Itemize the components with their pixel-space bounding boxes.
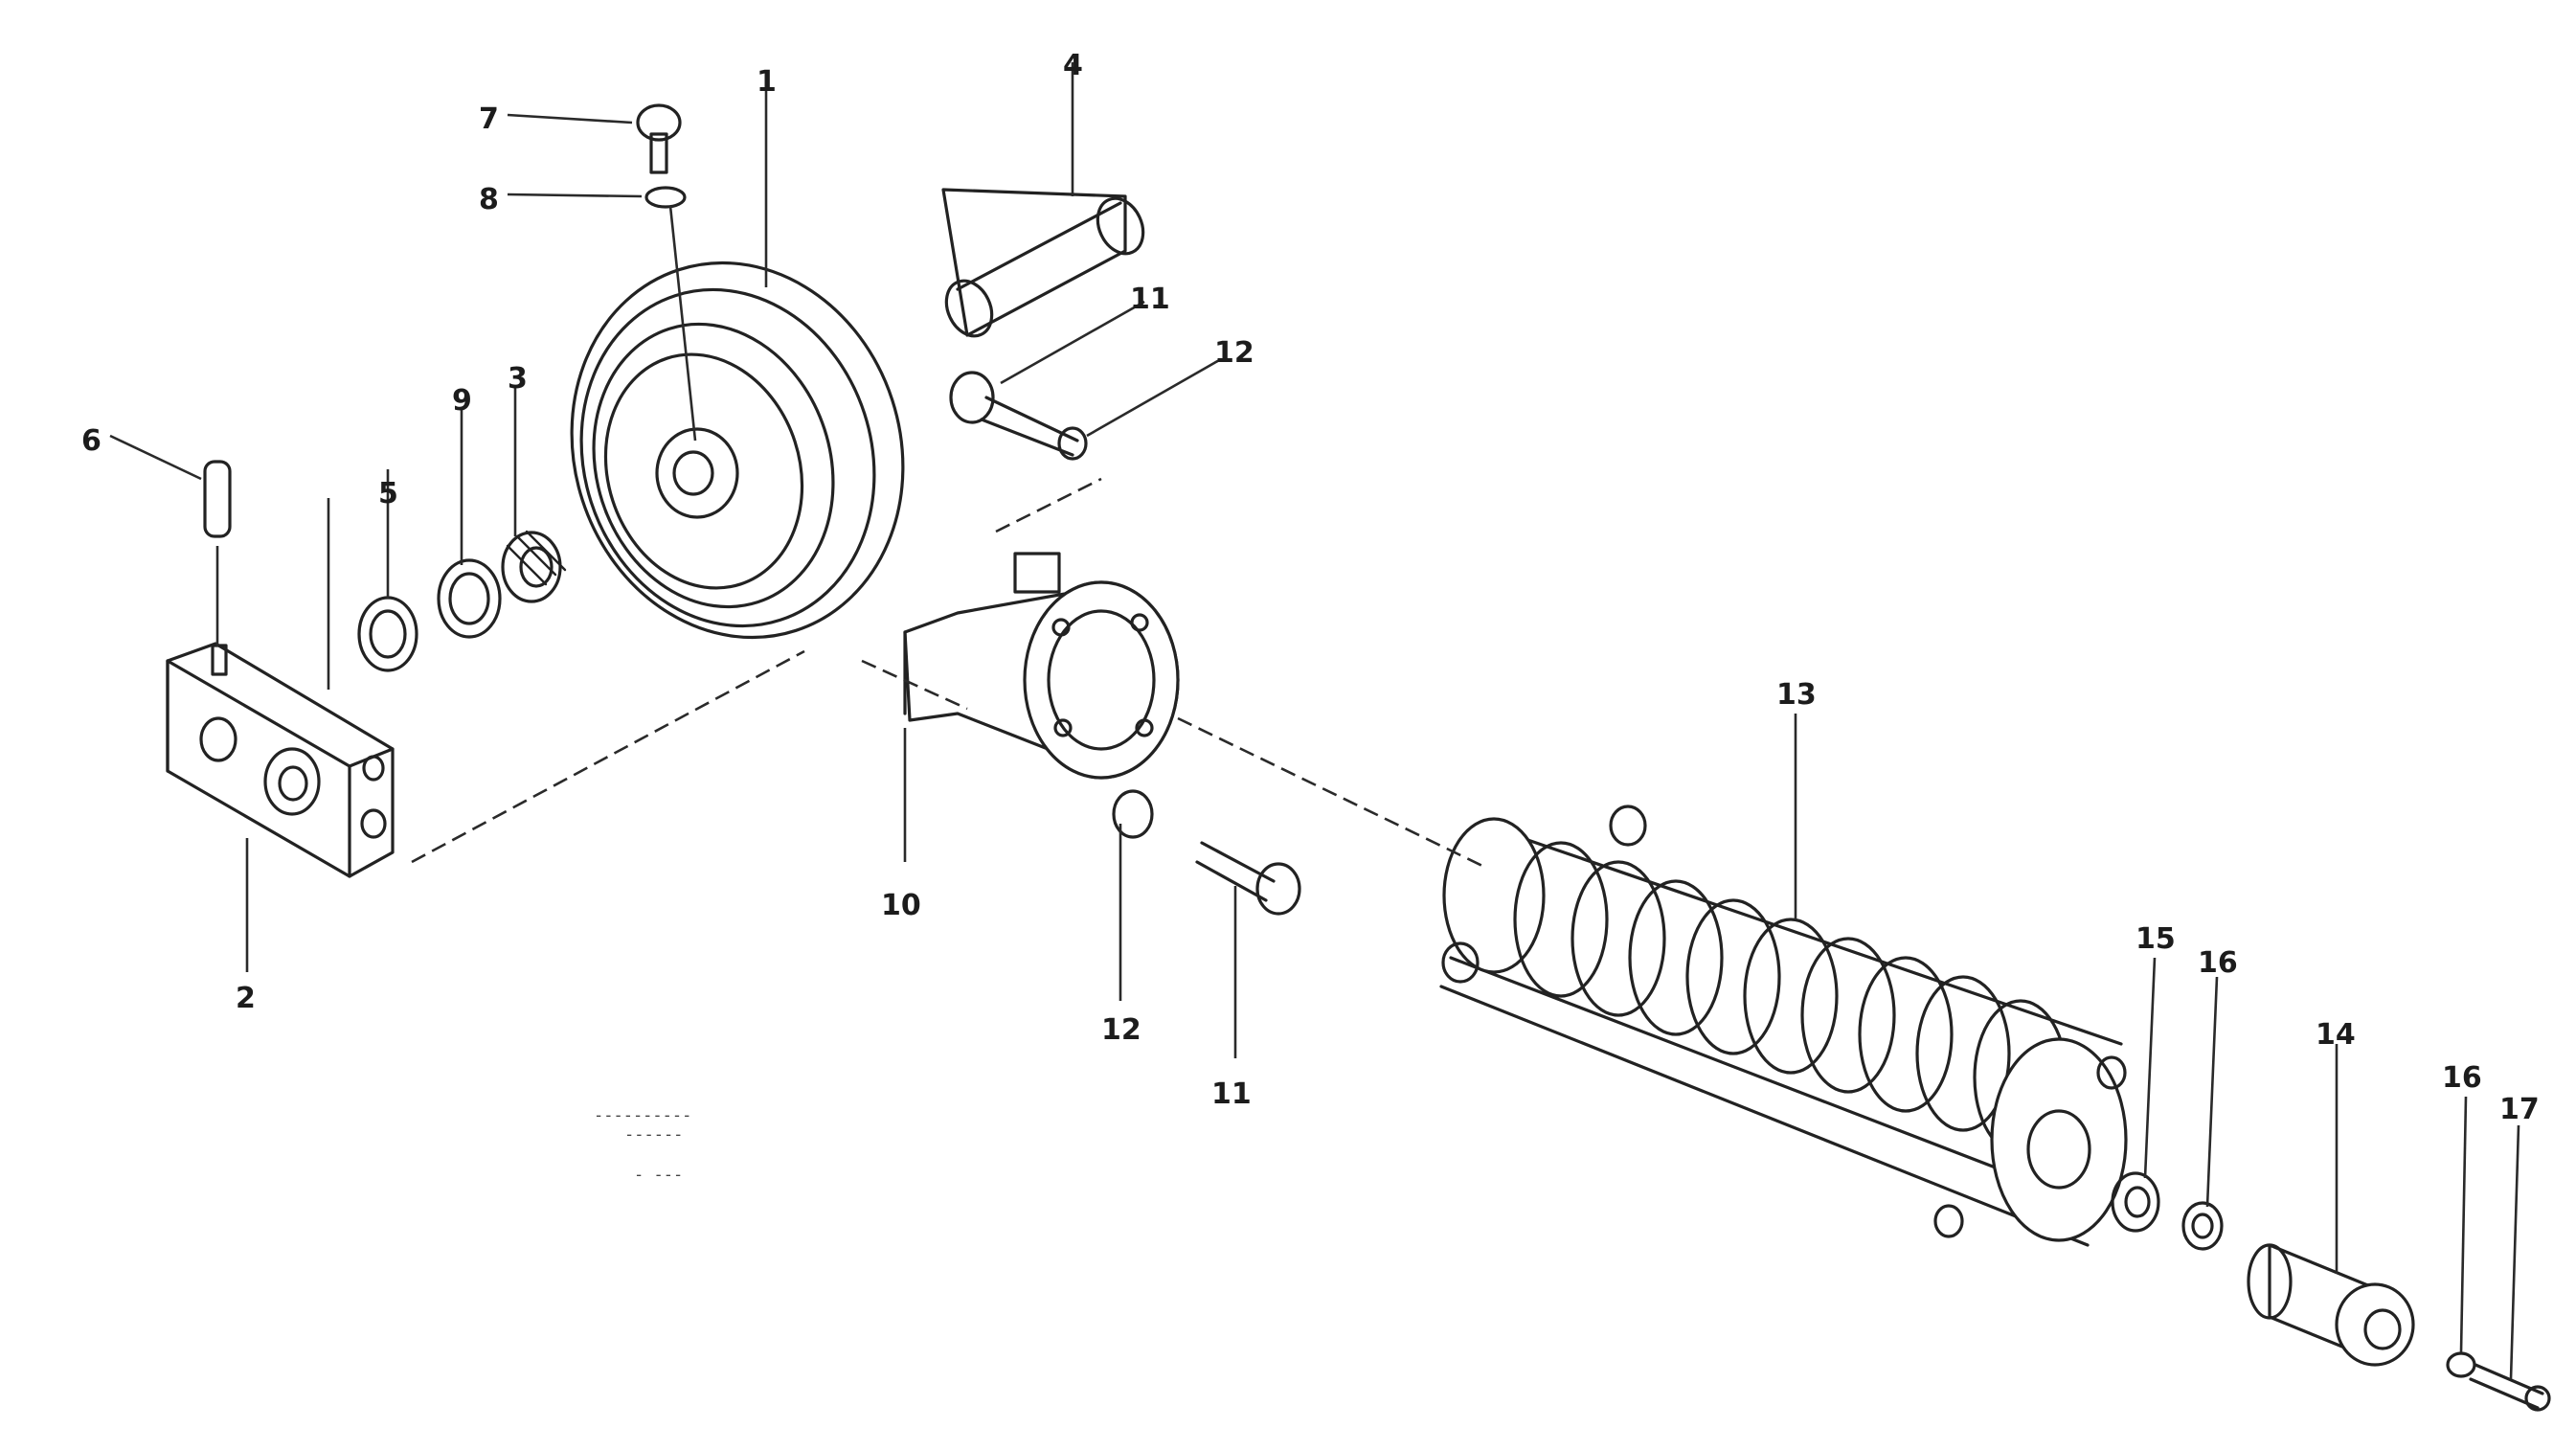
callout-labels: 1 2 3 4 5 6 7 8 9 10 11 12 13 14 15 16 1… <box>81 49 2540 1126</box>
callout-12-upper: 12 <box>1214 336 1254 370</box>
callout-13: 13 <box>1776 678 1817 712</box>
callout-17: 17 <box>2499 1093 2540 1126</box>
top-bolt <box>636 103 687 209</box>
end-bolt <box>2446 1351 2551 1412</box>
callout-2: 2 <box>236 982 256 1015</box>
callout-5: 5 <box>378 477 398 510</box>
shaft <box>941 188 1145 338</box>
drawing-reference: ---------- ------ - --- <box>594 1106 691 1185</box>
reference-line-2: ------ <box>624 1125 683 1145</box>
nut-washer <box>2111 1171 2224 1251</box>
callout-1: 1 <box>757 65 777 99</box>
callout-10: 10 <box>881 889 921 922</box>
callout-6: 6 <box>81 424 102 458</box>
pin <box>203 460 232 538</box>
reference-line-1: ---------- <box>594 1106 691 1125</box>
callout-8: 8 <box>479 183 499 216</box>
assembly-axis-lines <box>411 477 1485 869</box>
bearing-block <box>166 642 395 878</box>
recoil-spring <box>1439 805 2128 1247</box>
callout-12: 12 <box>1101 1013 1141 1047</box>
callout-4: 4 <box>1063 49 1083 82</box>
idler-wheel <box>570 261 905 640</box>
callout-9: 9 <box>452 384 472 418</box>
callout-11-upper: 11 <box>1130 283 1170 316</box>
callout-7: 7 <box>479 102 499 136</box>
figure-reference: - --- <box>634 1166 683 1185</box>
callout-14: 14 <box>2316 1018 2356 1052</box>
upper-bolt <box>949 371 1088 461</box>
tension-yoke <box>903 552 1180 780</box>
callout-11: 11 <box>1211 1077 1252 1111</box>
leader-lines <box>109 62 2520 1380</box>
callout-16: 16 <box>2442 1061 2482 1095</box>
callout-3: 3 <box>508 362 528 396</box>
cylinder <box>2247 1243 2415 1367</box>
lower-bolt <box>1112 789 1301 916</box>
callout-15: 15 <box>2135 922 2176 956</box>
callout-16-mid: 16 <box>2198 946 2238 980</box>
